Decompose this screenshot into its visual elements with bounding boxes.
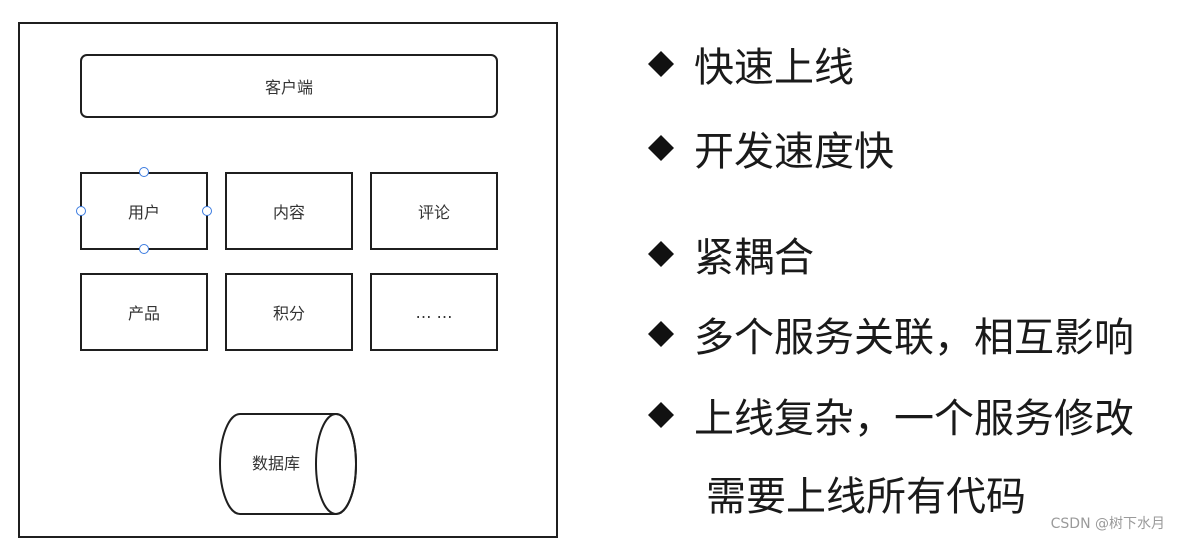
module-box-points: 积分	[225, 273, 353, 351]
database-label: 数据库	[251, 454, 300, 473]
bullet-item: 多个服务关联，相互影响	[640, 305, 1134, 363]
database-cylinder-icon	[219, 413, 357, 515]
diamond-bullet-icon	[648, 51, 674, 77]
bullet-text: 开发速度快	[694, 129, 894, 175]
bullet-text: 快速上线	[694, 45, 854, 91]
module-box-content: 内容	[225, 172, 353, 250]
bullet-text: 多个服务关联，相互影响	[694, 315, 1134, 361]
bullet-item: 紧耦合	[640, 225, 814, 283]
client-box: 客户端	[80, 54, 498, 118]
diamond-bullet-icon	[648, 402, 674, 428]
bullet-continuation-text: 需要上线所有代码	[706, 474, 1026, 520]
bullet-item: 上线复杂，一个服务修改	[640, 386, 1134, 444]
selection-handle-left[interactable]	[76, 206, 86, 216]
bullet-item: 开发速度快	[640, 119, 894, 177]
module-box-comment: 评论	[370, 172, 498, 250]
selection-handle-top[interactable]	[139, 167, 149, 177]
diamond-bullet-icon	[648, 135, 674, 161]
module-label-user: 用户	[127, 203, 160, 222]
module-label-content: 内容	[272, 203, 305, 222]
watermark: CSDN @树下水月	[1050, 516, 1165, 532]
module-label-points: 积分	[272, 304, 305, 323]
bullet-item: 快速上线	[640, 35, 854, 93]
bullet-text: 上线复杂，一个服务修改	[694, 396, 1134, 442]
client-label: 客户端	[264, 78, 313, 97]
module-label-comment: 评论	[417, 203, 450, 222]
module-label-product: 产品	[127, 304, 160, 323]
selection-handle-bottom[interactable]	[139, 244, 149, 254]
module-box-product: 产品	[80, 273, 208, 351]
selection-handle-right[interactable]	[202, 206, 212, 216]
module-label-more: … …	[415, 302, 453, 322]
architecture-frame	[18, 22, 558, 538]
bullet-text: 紧耦合	[694, 235, 814, 281]
diamond-bullet-icon	[648, 241, 674, 267]
diamond-bullet-icon	[648, 321, 674, 347]
module-box-more: … …	[370, 273, 498, 351]
